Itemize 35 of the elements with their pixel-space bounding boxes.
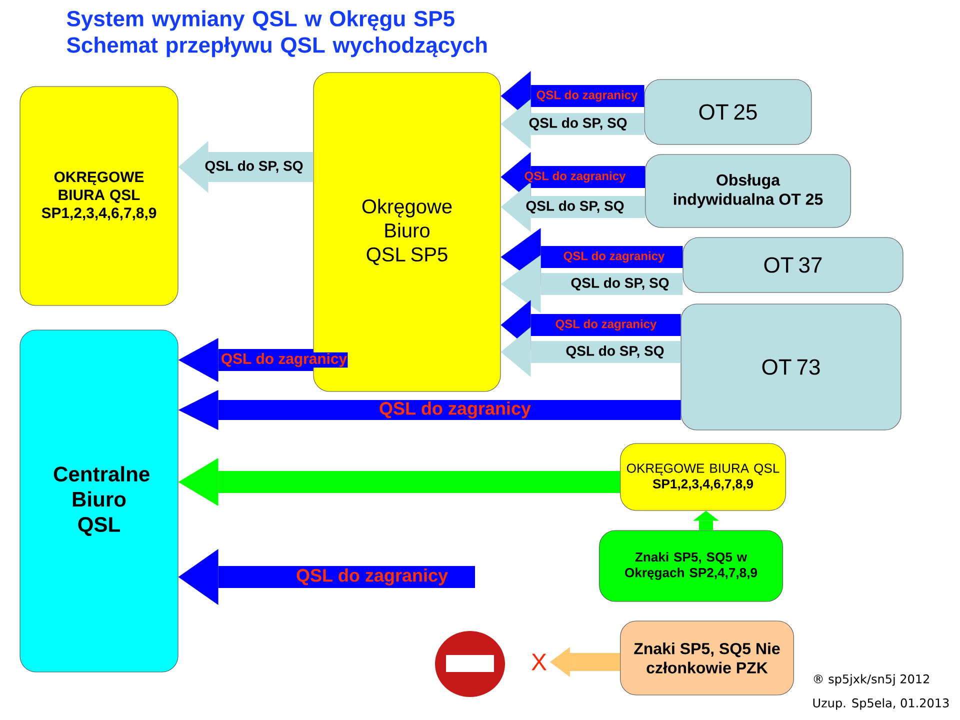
office-box: Centralne Biuro QSL <box>20 330 178 672</box>
title: System wymiany QSL w Okręgu SP5 Schemat przepływu QSL wychodzących <box>66 10 487 58</box>
branch-box: OT 73 <box>680 304 902 430</box>
edge-label: QSL do zagranicy <box>562 250 666 264</box>
office-box: OKRĘGOWE BIURA QSL SP1,2,3,4,6,7,8,9 <box>20 86 178 306</box>
office-box: OKRĘGOWE BIURA QSL SP1,2,3,4,6,7,8,9 <box>620 443 786 511</box>
edge-label: QSL do zagranicy <box>220 352 348 368</box>
block-arrow <box>178 458 620 506</box>
group-box: Znaki SP5, SQ5 Nie członkowie PZK <box>620 620 794 696</box>
edge-label: QSL do SP, SQ <box>570 276 670 292</box>
block-arrow <box>693 510 719 530</box>
credit-note: ® sp5jxk/sn5j 2012 <box>814 674 929 686</box>
block-arrow <box>500 327 681 377</box>
edge-label: QSL do SP, SQ <box>565 344 665 360</box>
block-arrow <box>178 390 681 430</box>
edge-label: QSL do zagranicy <box>524 170 626 184</box>
edge-label: QSL do SP, SQ <box>528 116 628 132</box>
edge-label: QSL do zagranicy <box>554 318 658 332</box>
edge-label: QSL do SP, SQ <box>204 160 304 174</box>
block-arrow <box>500 182 646 232</box>
block-arrow <box>178 338 314 382</box>
credit-note: Uzup. Sp5ela, 01.2013 <box>813 698 949 710</box>
block-arrow <box>550 647 620 677</box>
block-arrow <box>178 141 314 193</box>
branch-box: OT 37 <box>682 237 904 293</box>
edge-label: QSL do zagranicy <box>536 90 638 102</box>
edge-label: QSL do zagranicy <box>378 400 532 420</box>
block-arrow <box>500 99 644 149</box>
edge-label: QSL do SP, SQ <box>525 200 625 214</box>
edge-label: QSL do zagranicy <box>295 568 449 586</box>
cross-mark: X <box>532 654 547 670</box>
block-arrow <box>178 549 475 605</box>
branch-box: OT 25 <box>644 79 812 145</box>
branch-box: Obsługa indywidualna OT 25 <box>645 154 851 228</box>
group-box: Znaki SP5, SQ5 w Okręgach SP2,4,7,8,9 <box>599 530 783 602</box>
